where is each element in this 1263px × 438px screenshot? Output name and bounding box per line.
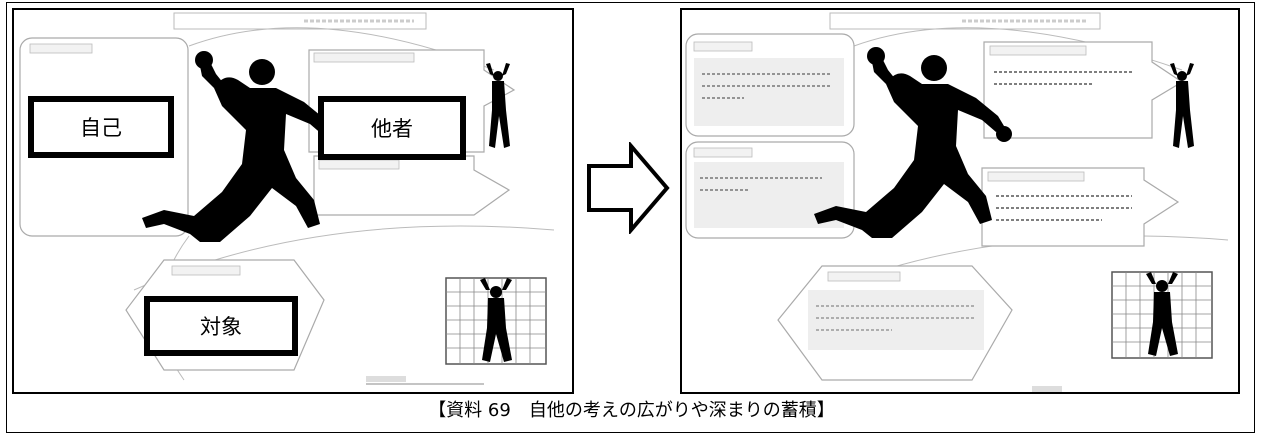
- figure-caption: 【資料 69 自他の考えの広がりや深まりの蓄積】: [428, 400, 835, 421]
- worksheet-blank: 自己 他者 対象: [12, 8, 574, 394]
- handball-player-silhouette-filled: [814, 47, 1012, 238]
- handball-player-silhouette: [142, 51, 332, 242]
- worksheet-filled: [680, 8, 1240, 394]
- worksheet-filled-drawing: [685, 12, 1229, 392]
- right-arrow-icon: [585, 142, 671, 234]
- label-object: 対象: [144, 296, 298, 356]
- label-other: 他者: [318, 96, 466, 160]
- label-self: 自己: [28, 96, 174, 158]
